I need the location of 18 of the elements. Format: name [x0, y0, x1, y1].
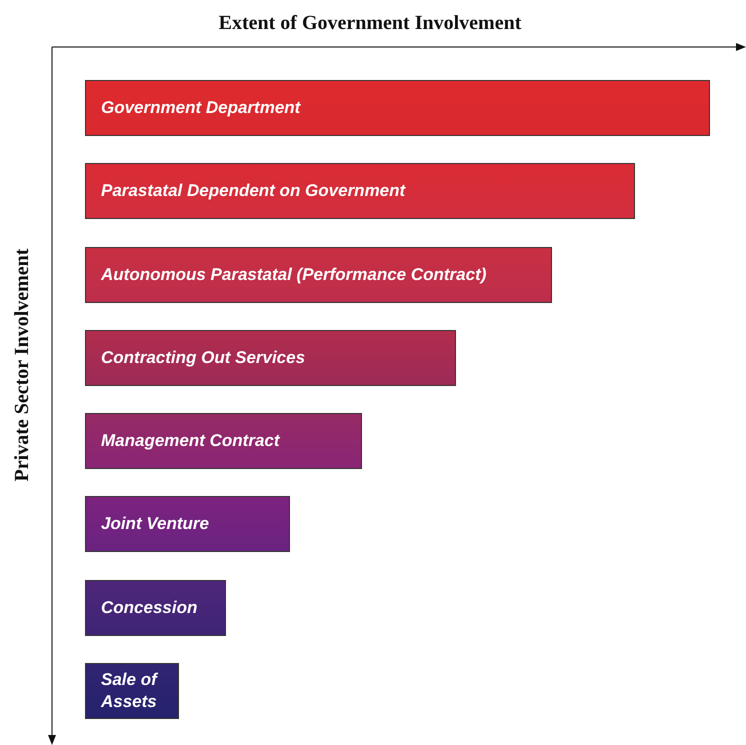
bar — [85, 330, 456, 386]
axis-title: Extent of Government Involvement — [218, 12, 522, 35]
bar — [85, 580, 226, 636]
bar-label: Government Department — [101, 97, 300, 119]
bar-label: Contracting Out Services — [101, 347, 306, 369]
bar — [85, 80, 710, 136]
bar-label: Parastatal Dependent on Government — [101, 180, 406, 202]
bar — [85, 663, 179, 719]
bar — [85, 496, 290, 552]
bar-label: Autonomous Parastatal (Performance Contract) — [101, 264, 486, 286]
bar-label: Concession — [101, 597, 198, 619]
bar — [85, 163, 635, 219]
bar — [85, 413, 362, 469]
bar-label: Joint Venture — [101, 513, 209, 535]
axis-title: Private Sector Involvement — [11, 248, 34, 484]
bar-label: Management Contract — [101, 430, 280, 452]
bar — [85, 247, 552, 303]
bar-label: Sale of Assets — [101, 669, 160, 713]
